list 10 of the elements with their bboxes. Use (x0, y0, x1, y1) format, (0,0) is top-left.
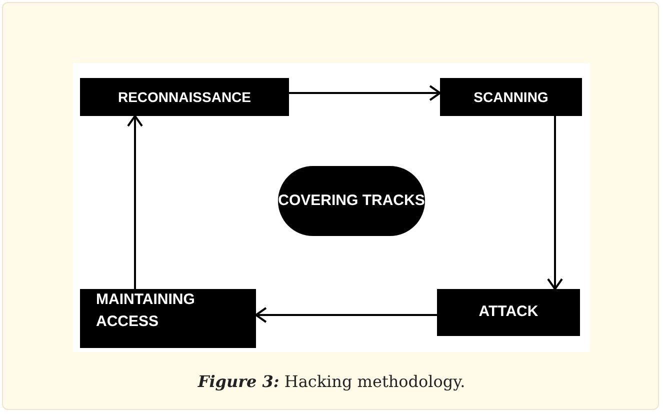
arrow (255, 307, 437, 323)
process-box: SCANNING (440, 78, 582, 116)
process-box: MAINTAINING ACCESS (80, 289, 256, 348)
process-box: ATTACK (437, 289, 580, 336)
process-box: RECONNAISSANCE (80, 78, 289, 116)
arrow (547, 116, 563, 290)
arrow (127, 115, 143, 289)
arrow (289, 85, 441, 101)
figure-caption: Figure 3: Hacking methodology. (196, 371, 466, 393)
pill-node: COVERING TRACKS (278, 166, 425, 236)
